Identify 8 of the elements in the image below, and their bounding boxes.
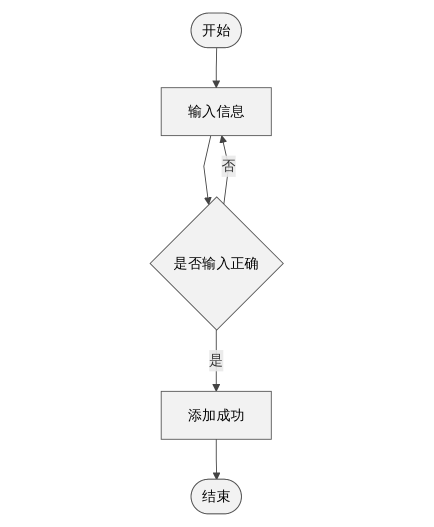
- edge-label: 否: [222, 157, 236, 174]
- node-diamond: 是否输入正确: [150, 196, 284, 331]
- edge-label: 是: [209, 352, 224, 369]
- node-box: 输入信息: [161, 87, 272, 136]
- arrow: [204, 135, 212, 205]
- arrow: [212, 48, 220, 88]
- node-box: 添加成功: [161, 390, 272, 440]
- arrow: [212, 438, 221, 480]
